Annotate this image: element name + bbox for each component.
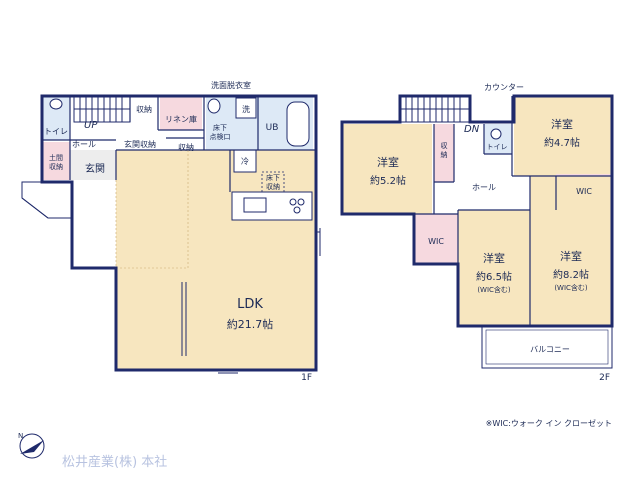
- entrance-floor: [70, 150, 116, 180]
- western-a-label: 洋室: [377, 155, 399, 169]
- stairs-2f: [399, 95, 471, 123]
- toilet-2f-label: トイレ: [487, 143, 508, 151]
- company-name: 松井産業(株) 本社: [62, 454, 167, 470]
- wash-label: 洗: [242, 104, 250, 114]
- western-c-note: (WIC含む): [477, 285, 511, 294]
- underfloor-inspection-label: 床下点検口: [210, 123, 231, 141]
- counter-label: カウンター: [484, 83, 524, 92]
- svg-text:N: N: [18, 432, 23, 440]
- ldk-area-label: 約21.7帖: [227, 317, 274, 331]
- earthen-storage-area: [42, 142, 70, 180]
- windows-1f: [181, 228, 321, 374]
- porch: [21, 181, 73, 219]
- underfloor-storage-label: 床下収納: [266, 173, 280, 191]
- ldk-label: LDK: [237, 297, 263, 312]
- western-a-floor: [342, 124, 432, 214]
- western-b-area: 約4.7帖: [544, 136, 580, 149]
- western-c-area: 約6.5帖: [476, 270, 512, 283]
- western-d-floor: [530, 176, 612, 326]
- washing-machine-icon: [235, 97, 257, 119]
- floor-2: カウンター 洋室 約5.2帖 収納 トイレ DN 洋室 約4.7帖 ホール WI…: [340, 83, 614, 383]
- storage-b-label: 収納: [178, 142, 194, 152]
- floor-1-level: 1F: [301, 373, 312, 383]
- toilet-2f-icon: [490, 128, 502, 140]
- western-c-label: 洋室: [483, 251, 505, 265]
- western-a-area: 約5.2帖: [370, 174, 406, 187]
- stove-icon: [289, 198, 297, 206]
- earthen-storage-label: 土間収納: [49, 153, 63, 171]
- hall-1f-label: ホール: [72, 140, 96, 149]
- toilet-1f-label: トイレ: [44, 127, 68, 136]
- wic-b-label: WIC: [576, 187, 592, 196]
- western-b-label: 洋室: [551, 117, 573, 131]
- balcony-label: バルコニー: [530, 345, 570, 354]
- stairs-up-label: UP: [84, 120, 98, 131]
- entrance-label: 玄関: [85, 162, 105, 175]
- linen-label: リネン庫: [165, 114, 197, 124]
- linen-area: [160, 96, 202, 130]
- bathtub: [286, 101, 310, 147]
- entrance-storage-label: 玄関収納: [124, 139, 156, 149]
- storage-a-label: 収納: [136, 104, 152, 114]
- western-b-floor: [514, 96, 612, 176]
- ub-label: UB: [266, 123, 279, 133]
- north-compass-icon: N: [18, 432, 45, 459]
- western-d-note: (WIC含む): [554, 283, 588, 292]
- stairs-down-label: DN: [464, 124, 480, 135]
- western-d-area: 約8.2帖: [553, 268, 589, 281]
- floor-1: トイレ 収納 リネン庫 ホール 玄関収納 収納 土間収納 玄関 UP 洗面脱衣室…: [21, 80, 321, 383]
- floor-2-level: 2F: [599, 373, 610, 383]
- washroom-label: 洗面脱衣室: [211, 80, 251, 90]
- wic-a-label: WIC: [428, 237, 444, 246]
- storage-2f-floor: [434, 124, 454, 182]
- storage-2f-label: 収納: [441, 142, 448, 159]
- western-c-floor: [458, 210, 530, 326]
- fridge-label: 冷: [241, 156, 249, 166]
- washbasin-icon: [207, 98, 221, 114]
- wic-legend: ※WIC:ウォーク イン クローゼット: [486, 418, 612, 428]
- sink-icon: [243, 197, 267, 213]
- hall-2f-label: ホール: [472, 183, 496, 192]
- wic-a-floor: [414, 214, 458, 264]
- kitchen-counter: [231, 191, 313, 221]
- stairs-1f: [73, 95, 131, 123]
- toilet-1f-icon: [49, 98, 63, 110]
- western-d-label: 洋室: [560, 249, 582, 263]
